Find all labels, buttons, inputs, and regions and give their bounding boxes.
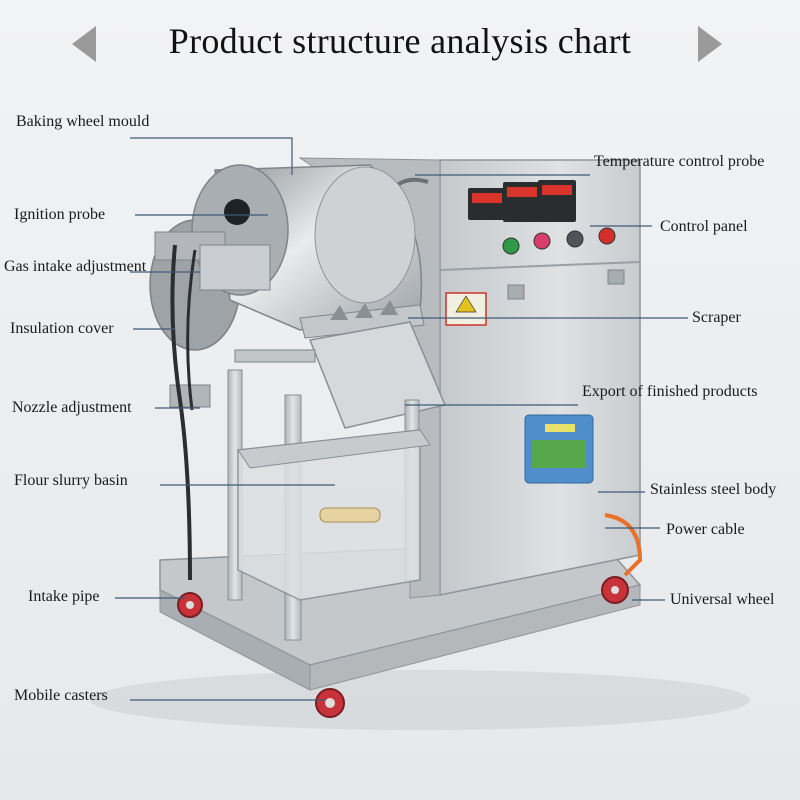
flour-basin-graphic bbox=[237, 429, 431, 601]
label-temperature-control-probe: Temperature control probe bbox=[594, 153, 765, 170]
leader-lines bbox=[115, 137, 688, 701]
intake-hose bbox=[170, 244, 192, 581]
label-control-panel: Control panel bbox=[660, 218, 748, 235]
label-ignition-probe: Ignition probe bbox=[14, 206, 106, 223]
right-arrow-icon bbox=[698, 26, 722, 62]
label-flour-slurry-basin: Flour slurry basin bbox=[14, 472, 128, 489]
floor-shadow bbox=[90, 670, 750, 730]
label-mobile-casters: Mobile casters bbox=[14, 687, 108, 704]
power-cable-graphic bbox=[604, 513, 643, 577]
label-stainless-steel-body: Stainless steel body bbox=[650, 481, 777, 498]
label-power-cable: Power cable bbox=[666, 521, 745, 538]
label-insulation-cover: Insulation cover bbox=[10, 320, 114, 337]
label-universal-wheel: Universal wheel bbox=[670, 591, 775, 608]
label-scraper: Scraper bbox=[692, 309, 741, 326]
label-nozzle-adjustment: Nozzle adjustment bbox=[12, 399, 132, 416]
left-arrow-icon bbox=[72, 26, 96, 62]
label-baking-wheel-mould: Baking wheel mould bbox=[16, 113, 150, 130]
caster-graphics bbox=[177, 576, 629, 718]
label-gas-intake-adjustment: Gas intake adjustment bbox=[4, 258, 147, 275]
label-intake-pipe: Intake pipe bbox=[28, 588, 100, 605]
page-title: Product structure analysis chart bbox=[168, 21, 632, 61]
control-panel-graphic bbox=[468, 180, 616, 255]
label-export-of-finished-products: Export of finished products bbox=[582, 383, 758, 400]
stainless-steel-body bbox=[298, 157, 641, 599]
